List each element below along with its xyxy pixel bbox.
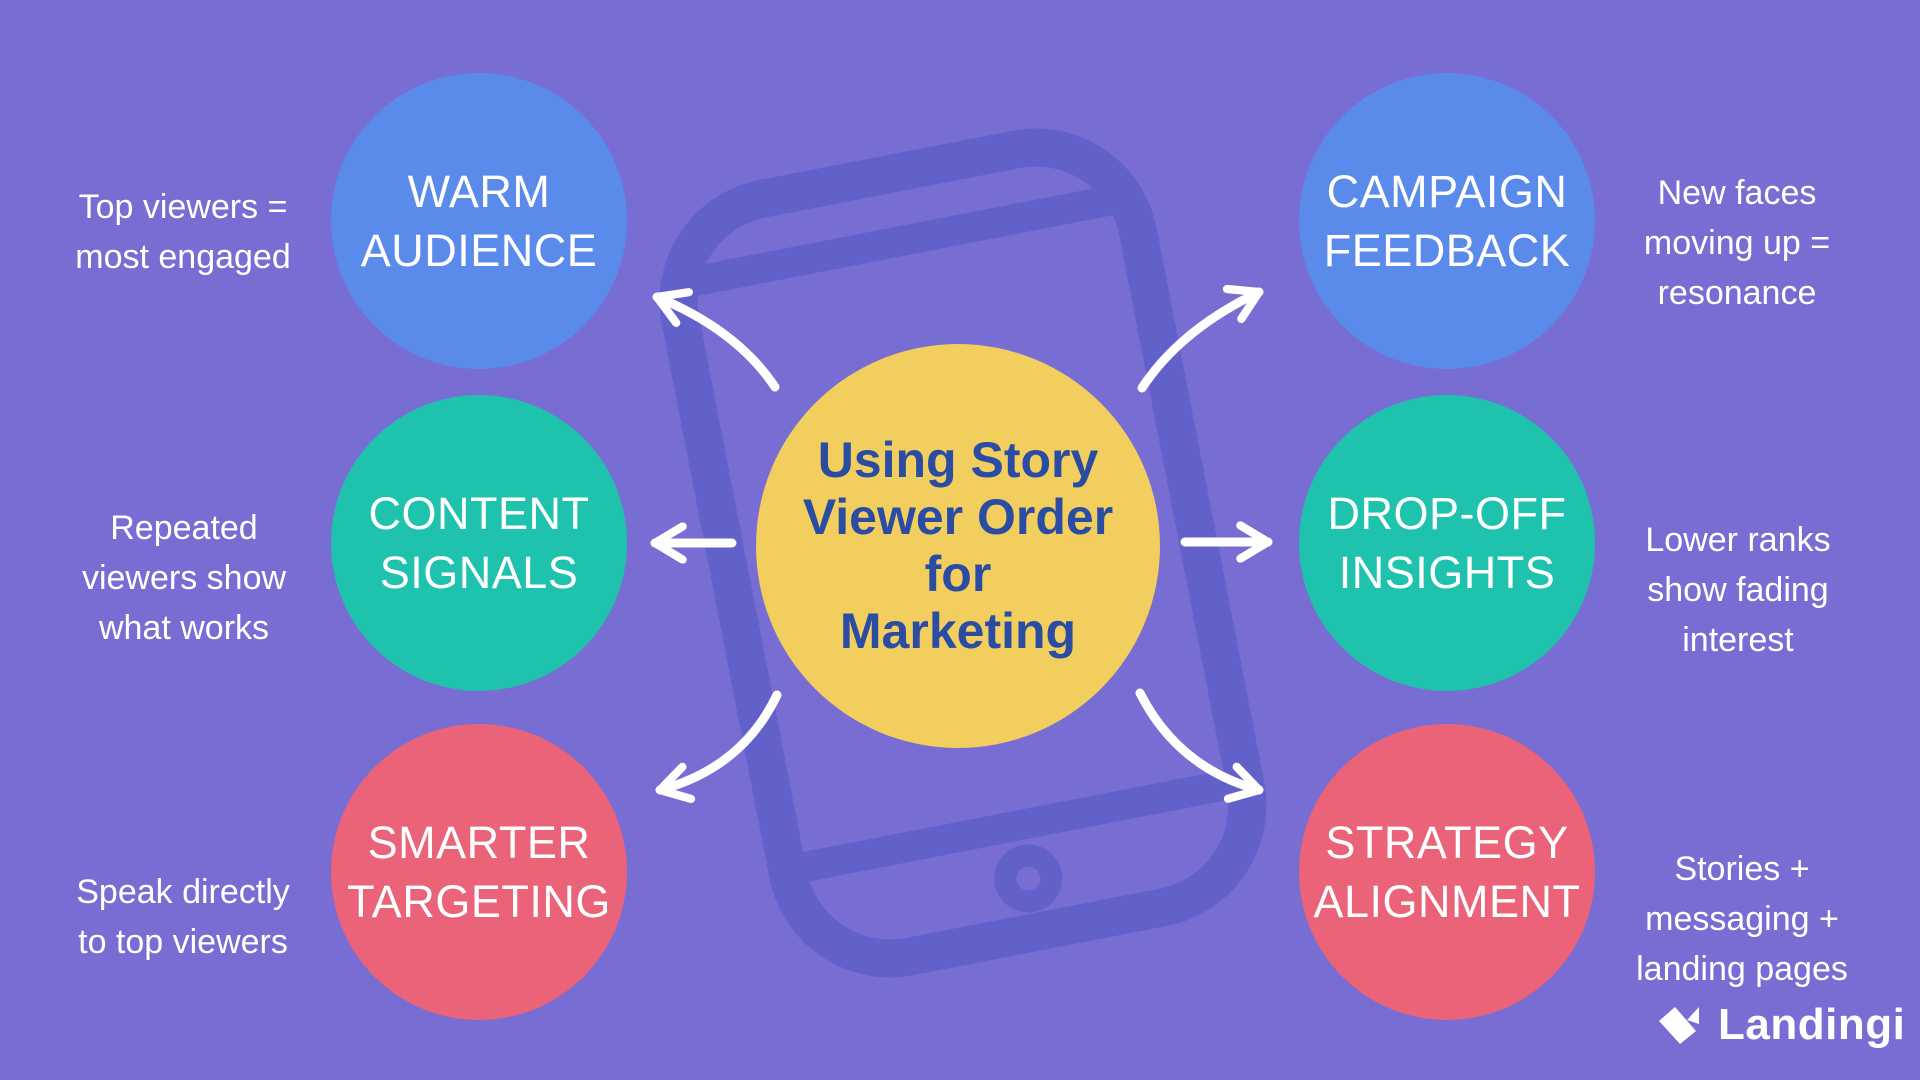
phone-bottom-bezel-line xyxy=(801,769,1231,882)
infographic-title: Using Story Viewer Order for Marketing xyxy=(803,432,1113,660)
node-label: CONTENT SIGNALS xyxy=(368,488,590,598)
arrow-top-left-icon xyxy=(652,288,780,392)
node-label: SMARTER TARGETING xyxy=(347,817,611,927)
phone-home-button-hole xyxy=(1016,866,1041,891)
node-label: STRATEGY ALIGNMENT xyxy=(1313,817,1581,927)
node-content-signals: CONTENT SIGNALS xyxy=(331,395,627,691)
annotation-lower-ranks: Lower ranks show fading interest xyxy=(1645,521,1831,659)
landingi-logo-icon xyxy=(1659,1007,1699,1044)
node-campaign-feedback: CAMPAIGN FEEDBACK xyxy=(1299,73,1595,369)
arrow-bottom-left-icon xyxy=(655,690,782,803)
title-line: Using Story xyxy=(817,432,1099,488)
arrow-top-right-icon xyxy=(1137,284,1264,393)
annotation-new-faces: New faces moving up = resonance xyxy=(1643,174,1831,312)
center-topic-circle: Using Story Viewer Order for Marketing xyxy=(756,344,1160,748)
phone-top-bezel-line xyxy=(687,184,1118,297)
node-strategy-alignment: STRATEGY ALIGNMENT xyxy=(1299,724,1595,1020)
node-drop-off-insights: DROP-OFF INSIGHTS xyxy=(1299,395,1595,691)
annotation-repeated-viewers: Repeated viewers show what works xyxy=(81,509,287,647)
annotation-top-viewers: Top viewers = most engaged xyxy=(75,188,291,276)
node-label: DROP-OFF INSIGHTS xyxy=(1327,488,1567,598)
node-label: CAMPAIGN FEEDBACK xyxy=(1323,166,1571,276)
title-line: Viewer Order xyxy=(802,489,1114,545)
node-warm-audience: WARM AUDIENCE xyxy=(331,73,627,369)
arrow-bottom-right-icon xyxy=(1135,688,1264,803)
node-label: WARM AUDIENCE xyxy=(360,166,598,276)
annotation-stories-messaging: Stories + messaging + landing pages xyxy=(1636,850,1848,988)
annotation-speak-directly: Speak directly to top viewers xyxy=(76,873,290,961)
node-smarter-targeting: SMARTER TARGETING xyxy=(331,724,627,1020)
phone-home-button-icon xyxy=(994,844,1063,913)
landingi-logo: Landingi xyxy=(1657,1000,1905,1050)
landingi-logo-text: Landingi xyxy=(1718,1000,1906,1049)
title-line: for xyxy=(924,546,992,602)
title-line: Marketing xyxy=(839,603,1077,659)
